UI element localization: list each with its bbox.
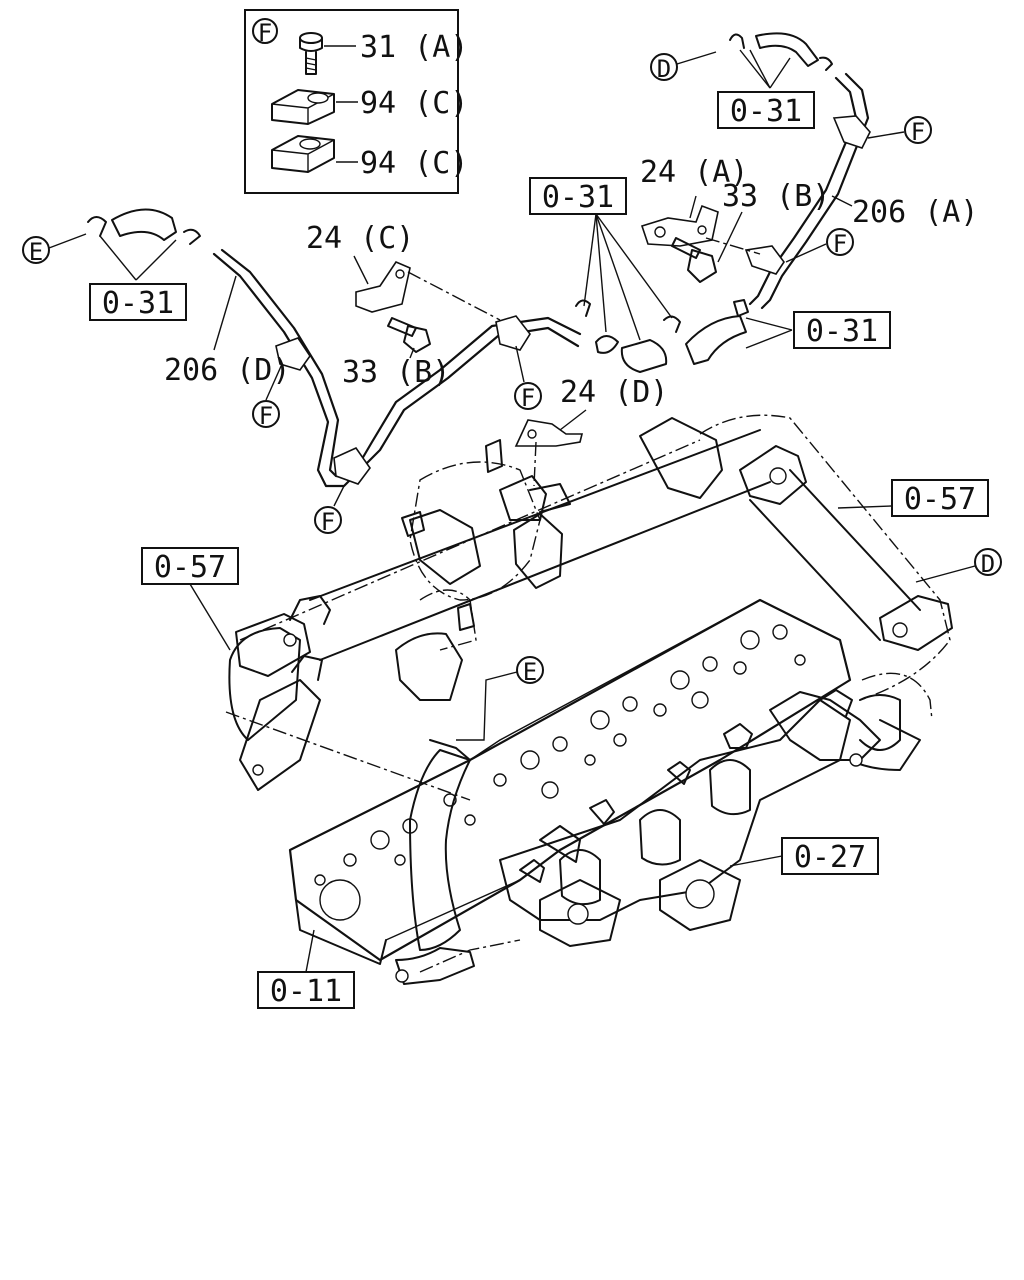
reference-circle-f-4-letter: F: [321, 508, 335, 536]
inset-label-94c-2: 94 (C): [360, 146, 468, 181]
part-label-24a: 24 (A): [640, 155, 748, 190]
reference-circle-e-center: [516, 656, 544, 684]
reference-circle-f-4: [314, 506, 342, 534]
ref-box-031-right-mid: [793, 311, 891, 349]
ref-label-057-left: 0-57: [154, 550, 226, 585]
ref-label-057-right: 0-57: [904, 482, 976, 517]
clamp-94c-upper-icon: [271, 89, 335, 125]
reference-circle-f-1: [904, 116, 932, 144]
part-label-33b-right: 33 (B): [722, 179, 830, 214]
ref-label-027: 0-27: [794, 840, 866, 875]
reference-circle-e-left: [22, 236, 50, 264]
reference-circle-f-2: [826, 228, 854, 256]
ref-label-031-right-mid: 0-31: [806, 314, 878, 349]
bracket-24c-icon: [355, 261, 411, 313]
reference-circle-d-top-letter: D: [657, 55, 671, 83]
cylinder-head-holes: [314, 624, 806, 921]
hose-clip-group-top-right: [729, 32, 833, 89]
ref-box-031-center: [529, 177, 627, 215]
ref-box-031-top-right: [717, 91, 815, 129]
bolt-33b-right-icon: [671, 237, 717, 283]
inset-f-circle: [252, 18, 278, 44]
bracket-24d-icon: [514, 419, 584, 447]
bracket-24a-icon: [640, 204, 719, 247]
part-label-206a: 206 (A): [852, 195, 978, 230]
ref-label-011: 0-11: [270, 974, 342, 1009]
reference-circle-f-2-letter: F: [833, 230, 847, 258]
ref-box-057-right: [891, 479, 989, 517]
part-label-24c: 24 (C): [306, 221, 414, 256]
reference-circle-e-left-letter: E: [29, 238, 43, 266]
part-label-206d: 206 (D): [164, 353, 290, 388]
reference-circle-e-center-letter: E: [523, 658, 537, 686]
reference-circle-f-1-letter: F: [911, 118, 925, 146]
hose-clip-group-left: [87, 208, 201, 281]
reference-circle-f-3: [252, 400, 280, 428]
detail-inset-f: F 31 (A) 94 (C) 94 (C): [244, 9, 468, 194]
ref-label-031-left: 0-31: [102, 286, 174, 321]
reference-circle-d-right: [974, 548, 1002, 576]
reference-circle-d-top: [650, 53, 678, 81]
ref-label-031-center: 0-31: [542, 180, 614, 215]
reference-circle-f-5-letter: F: [521, 384, 535, 412]
ref-label-031-top-right: 0-31: [730, 94, 802, 129]
pipe-206d: [212, 248, 582, 488]
ref-box-031-left: [89, 283, 187, 321]
hose-right-mid-icon: [685, 299, 749, 365]
inset-f-letter: F: [258, 19, 272, 47]
bolt-33b-left-icon: [387, 317, 431, 353]
inset-label-31a: 31 (A): [360, 30, 468, 65]
engine-assembly: [225, 414, 953, 985]
reference-circle-f-5: [514, 382, 542, 410]
clamp-94c-lower-icon: [271, 135, 335, 173]
reference-circle-f-3-letter: F: [259, 402, 273, 430]
reference-circle-d-right-letter: D: [981, 550, 995, 578]
part-label-24d: 24 (D): [560, 375, 668, 410]
hose-clips-center-icon: [575, 299, 681, 373]
part-label-33b-left: 33 (B): [342, 355, 450, 390]
inset-label-94c-1: 94 (C): [360, 86, 468, 121]
ref-box-057-left: [141, 547, 239, 585]
bolt-31a-icon: [299, 32, 323, 75]
